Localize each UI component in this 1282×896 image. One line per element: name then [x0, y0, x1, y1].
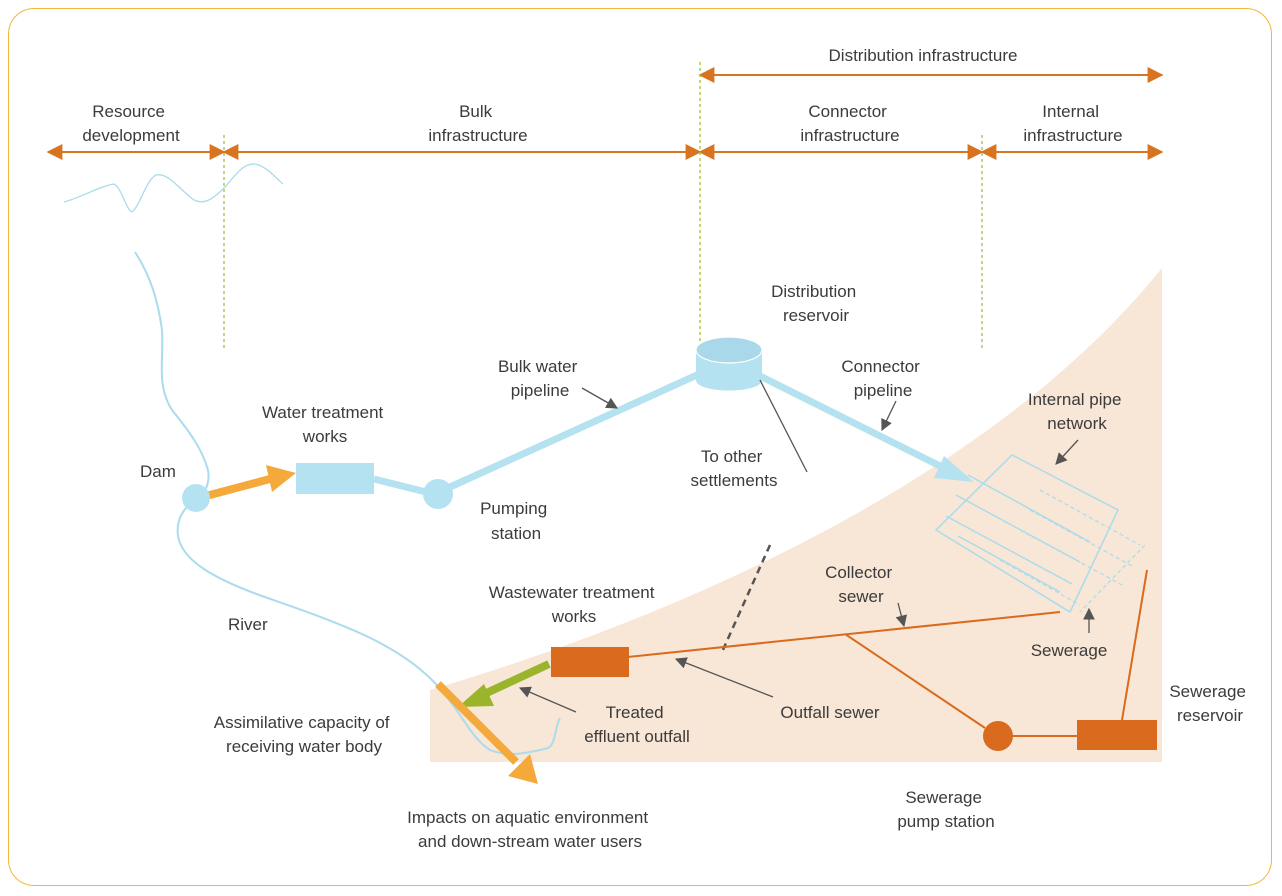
label-connector-pipeline: Connector pipeline: [841, 357, 924, 400]
label-sewerage-reservoir: Sewerage reservoir: [1169, 682, 1250, 725]
dam-flow-arrowhead: [266, 465, 296, 492]
leader-connector-pipeline: [881, 400, 897, 432]
zone-dimension-lines: [46, 67, 1164, 160]
treatment-to-pump-pipe: [373, 475, 427, 496]
wastewater-treatment-works-box: [551, 647, 629, 677]
treated-effluent-arrowhead: [458, 684, 494, 707]
label-pumping-station: Pumping station: [480, 499, 552, 543]
label-river: River: [228, 615, 268, 634]
leader-to-other-settlements: [759, 379, 808, 473]
sewer-branch-to-pump: [844, 633, 986, 729]
leader-arrows: [518, 379, 1095, 713]
zone-label-resource: Resource development: [82, 102, 180, 145]
reservoir-rising-main: [1121, 569, 1148, 721]
label-bulk-pipeline: Bulk water pipeline: [498, 357, 582, 400]
dam-node: [182, 484, 210, 512]
zone-label-internal: Internal infrastructure: [1023, 102, 1122, 145]
connector-pipeline-arrowhead: [934, 456, 974, 482]
internal-pipe-network: [934, 454, 1146, 614]
zone-dividers: [223, 62, 983, 350]
water-treatment-works-box: [296, 463, 374, 494]
label-sewerage-pump-station: Sewerage pump station: [897, 788, 994, 831]
collector-sewer-line: [627, 611, 1061, 658]
label-distribution-reservoir: Distribution reservoir: [771, 282, 861, 325]
label-impacts: Impacts on aquatic environment and down-…: [407, 808, 653, 851]
diagram-frame: [8, 8, 1272, 886]
label-internal-pipe-network: Internal pipe network: [1028, 390, 1126, 433]
settlement-area-shading: [430, 268, 1162, 762]
label-assimilative-capacity: Assimilative capacity of receiving water…: [214, 713, 394, 756]
treated-effluent-flow: [478, 660, 551, 700]
label-collector-sewer: Collector sewer: [825, 563, 897, 606]
leader-outfall-sewer: [674, 657, 774, 698]
label-sewerage: Sewerage: [1031, 641, 1108, 660]
mountain-outline: [63, 163, 284, 213]
zone-label-bulk: Bulk infrastructure: [428, 102, 527, 145]
leader-collector-sewer: [895, 602, 908, 628]
river-line-lower: [176, 497, 561, 755]
connector-pipeline: [750, 368, 950, 474]
label-dam: Dam: [140, 462, 176, 481]
zone-label-distribution: Distribution infrastructure: [829, 46, 1018, 65]
outfall-sewer-dashed: [720, 544, 772, 653]
bulk-water-pipeline: [448, 366, 710, 491]
sewerage-reservoir-box: [1077, 720, 1157, 750]
label-treated-effluent: Treated effluent outfall: [584, 703, 690, 746]
label-wastewater-treatment: Wastewater treatment works: [489, 583, 659, 626]
pumping-station-node: [423, 479, 453, 509]
label-outfall-sewer: Outfall sewer: [780, 703, 880, 722]
label-water-treatment: Water treatment works: [262, 403, 388, 446]
leader-internal-network: [1055, 439, 1079, 465]
zone-label-connector: Connector infrastructure: [800, 102, 899, 145]
label-to-other-settlements: To other settlements: [691, 447, 778, 490]
leader-bulk-pipeline: [581, 387, 619, 409]
impacts-flow: [435, 681, 519, 765]
river-line: [134, 251, 210, 499]
sewerage-pump-station-node: [983, 721, 1013, 751]
dam-to-treatment-flow: [204, 475, 272, 500]
impacts-arrowhead: [508, 754, 538, 784]
distribution-reservoir-tank: [695, 336, 763, 391]
leader-treated-effluent: [518, 686, 577, 713]
